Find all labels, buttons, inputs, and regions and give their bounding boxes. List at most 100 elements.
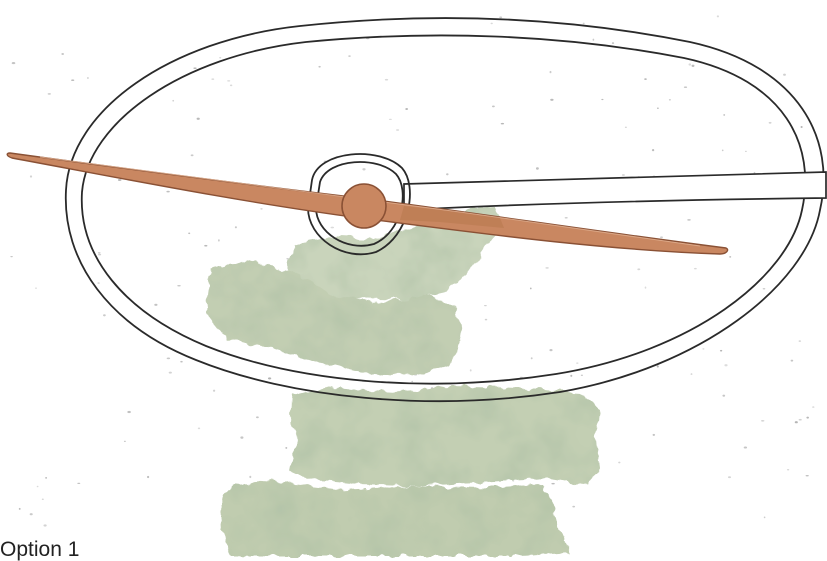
foliage-clump-lower-1 [290,386,600,486]
gravel-speck [103,314,106,317]
walkway [403,171,827,211]
gravel-speck [35,287,37,289]
gravel-speck [240,436,244,439]
gravel-speck [690,373,693,376]
walkway-strip [403,171,827,211]
gravel-speck [147,475,150,479]
gravel-speck [564,217,568,219]
gravel-speck [601,98,604,101]
gravel-speck [29,513,33,516]
gravel-speck [469,369,472,372]
gravel-speck [812,406,815,408]
gravel-speck [446,173,449,176]
hub-overlap-shadow [400,206,504,228]
gravel-speck [727,476,732,479]
gravel-speck [570,374,573,377]
gravel-speck [11,62,16,65]
oval-enclosure [64,17,825,402]
gravel-speck [362,168,366,171]
gravel-speck [499,16,503,19]
gravel-speck [330,226,335,229]
gravel-speck [384,78,389,81]
gravel-speck [396,129,400,131]
gravel-speck [729,256,732,258]
gravel-speck [77,482,81,485]
gravel-speck [798,418,802,421]
gravel-speck [18,507,21,510]
gravel-speck [43,524,47,527]
gravel-speck [204,244,208,247]
gravel-speck [123,440,126,442]
gravel-speck [97,252,101,254]
gravel-speck [229,84,233,87]
gravel-speck [197,427,201,430]
gravel-speck [180,360,183,363]
gravel-speck [668,99,671,101]
gravel-speck [580,374,584,377]
gravel-speck [260,208,263,210]
gravel-speck [805,475,809,477]
gravel-speck [716,15,720,18]
gravel-speck [491,105,495,108]
gravel-speck [45,476,47,479]
gravel-speck [576,362,579,364]
gravel-speck [29,175,33,178]
gravel-speck [71,79,75,81]
gravel-speck [657,107,659,110]
gravel-speck [644,78,647,80]
gravel-speck [762,288,766,290]
gravel-speck [318,65,321,68]
gravel-speck [530,357,533,360]
gravel-speck [592,38,595,41]
gravel-speck [691,64,695,67]
gravel-speck [168,371,172,374]
copper-blade-highlight [39,156,701,247]
gravel-speck [405,108,409,110]
gravel-speck [551,482,555,485]
gravel-speck [127,410,131,414]
gravel-speck [572,505,576,508]
foliage-clump-lower-group [220,386,600,556]
gravel-speck [768,121,772,124]
gravel-speck [723,114,726,116]
gravel-speck [783,73,786,76]
gravel-speck [218,239,220,242]
gravel-speck [702,348,705,350]
gravel-speck [285,446,288,449]
gravel-speck [154,303,158,306]
gravel-speck [47,93,51,95]
gravel-speck [545,267,549,269]
gravel-speck [267,377,272,380]
foliage-clump-upper-2 [206,260,462,376]
gravel-speck [212,389,216,392]
gravel-speck [529,287,532,290]
gravel-speck [721,149,724,152]
gravel-speck [97,282,100,284]
gravel-speck [790,359,794,362]
gravel-speck [656,365,659,368]
gravel-speck [512,480,515,482]
gravel-speck [611,42,615,45]
copper-sculpture [6,152,729,255]
gravel-speck [687,219,691,221]
gravel-speck [644,286,647,289]
gravel-speck [624,126,627,128]
gravel-speck [190,154,194,157]
gravel-speck [535,167,539,170]
gravel-speck [798,340,802,342]
gravel-speck [800,126,803,128]
gravel-speck [722,394,726,397]
gravel-speck [724,364,728,367]
gravel-speck [36,485,39,488]
gravel-speck [196,117,200,120]
gravel-speck [745,150,747,153]
gravel-speck [549,70,552,74]
gravel-speck [10,255,13,258]
gravel-speck [786,469,790,471]
gravel-speck [484,318,488,321]
gravel-speck [651,148,655,152]
gravel-speck [348,55,351,57]
gravel-speck [637,268,641,271]
